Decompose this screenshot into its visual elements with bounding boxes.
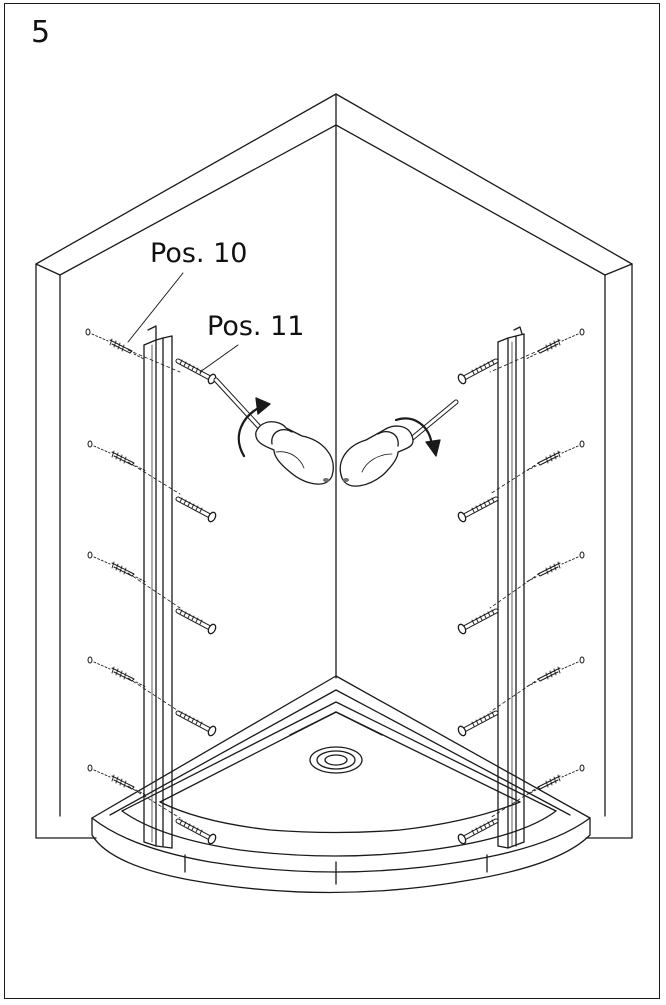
- screw-icon: [457, 712, 496, 737]
- fixing-lines: [128, 350, 540, 818]
- screw-icon: [178, 820, 217, 845]
- wall-plugs-left: [85, 328, 147, 796]
- screw-icon: [457, 820, 496, 845]
- step-number: 5: [31, 15, 51, 50]
- left-wall-profile: [144, 326, 172, 848]
- screwdriver-icon: [216, 380, 333, 484]
- rotate-arrow-icon: [239, 398, 270, 456]
- right-wall-profile: [498, 327, 524, 848]
- wall-plug-icon: [525, 440, 585, 472]
- wall-plug-icon: [87, 656, 147, 688]
- shower-tray: [92, 676, 590, 893]
- rotate-arrow-icon: [396, 418, 440, 456]
- screw-icon: [457, 610, 496, 635]
- callout-pos-11: Pos. 11: [207, 311, 305, 342]
- screw-icon: [178, 712, 217, 737]
- wall-plug-icon: [525, 656, 585, 688]
- wall-plug-icon: [87, 440, 147, 472]
- wall-corner: [36, 94, 632, 838]
- wall-plugs-right: [525, 328, 585, 796]
- wall-plug-icon: [525, 551, 585, 583]
- wall-plug-icon: [87, 551, 147, 583]
- screw-icon: [457, 360, 496, 385]
- screw-icon: [178, 610, 217, 635]
- leader-lines: [128, 273, 238, 372]
- wall-plug-icon: [525, 764, 585, 796]
- callout-pos-10: Pos. 10: [150, 238, 248, 269]
- wall-plug-icon: [525, 328, 585, 360]
- screw-icon: [178, 498, 217, 523]
- screwdriver-icon: [340, 402, 456, 486]
- wall-plug-icon: [87, 764, 147, 796]
- screw-icon: [457, 498, 496, 523]
